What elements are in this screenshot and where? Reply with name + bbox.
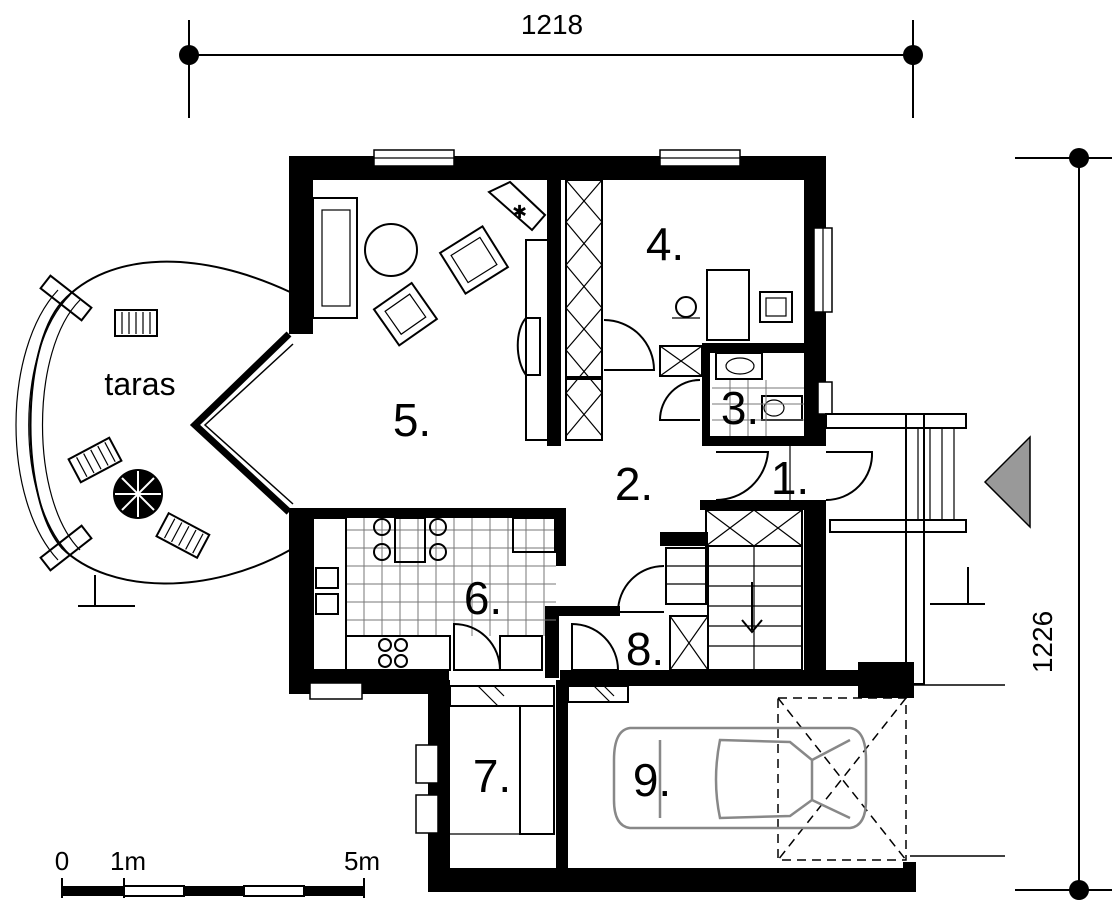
width-dimension-label: 1218 (521, 9, 583, 40)
stove-icon (378, 638, 408, 668)
desk-icon (706, 269, 750, 341)
storage-cabinets (565, 179, 603, 441)
dining-table-icon (373, 517, 447, 563)
garage (567, 685, 907, 861)
height-dimension-label: 1226 (1027, 611, 1058, 673)
walls (289, 156, 916, 892)
armchair-icon (438, 225, 510, 295)
room-label-6: 6. (464, 572, 502, 624)
entrance-arrow-icon (983, 435, 1031, 529)
garage-door-outline (777, 697, 907, 861)
svg-text:✱: ✱ (512, 202, 527, 222)
lounger-icon (155, 511, 211, 560)
sofa-icon (312, 197, 358, 319)
bathroom-fixtures (712, 352, 804, 436)
terrace-label: taras (104, 366, 175, 402)
scale-five-label: 5m (344, 846, 380, 876)
scale-one-label: 1m (110, 846, 146, 876)
cabinet-icon (659, 345, 703, 377)
height-dimension: 1226 (1015, 148, 1112, 900)
entry-door (715, 451, 770, 502)
coffee-table-icon (364, 223, 418, 277)
fireplace-icon: ✱ (487, 180, 547, 232)
round-table-icon (113, 469, 163, 519)
car-icon (612, 726, 868, 830)
kitchen (312, 517, 556, 671)
sink-icon (315, 567, 339, 615)
room-label-7: 7. (473, 750, 511, 802)
room-label-4: 4. (646, 218, 684, 270)
chair-icon (672, 296, 700, 319)
room-label-1: 1. (771, 452, 809, 504)
room-label-8: 8. (626, 623, 664, 675)
lounger-icon (67, 436, 123, 484)
armchair-icon (372, 281, 439, 347)
tv-unit-icon (516, 239, 549, 441)
room-label-5: 5. (393, 394, 431, 446)
lounger-icon (114, 309, 158, 337)
section-marker-left (78, 575, 135, 607)
scale-bar: 0 1m 5m (55, 846, 380, 898)
bay-wall (189, 331, 292, 515)
scale-zero-label: 0 (55, 846, 69, 876)
room-label-3: 3. (721, 382, 759, 434)
room-label-2: 2. (615, 458, 653, 510)
terrace: taras (15, 260, 291, 585)
width-dimension: 1218 (179, 9, 923, 118)
section-marker-right (930, 567, 985, 605)
chair-icon (759, 291, 793, 323)
utility-room (449, 685, 555, 835)
room-label-9: 9. (633, 754, 671, 806)
windows (309, 149, 833, 834)
staircase (665, 509, 803, 671)
entrance-porch (825, 413, 1005, 857)
